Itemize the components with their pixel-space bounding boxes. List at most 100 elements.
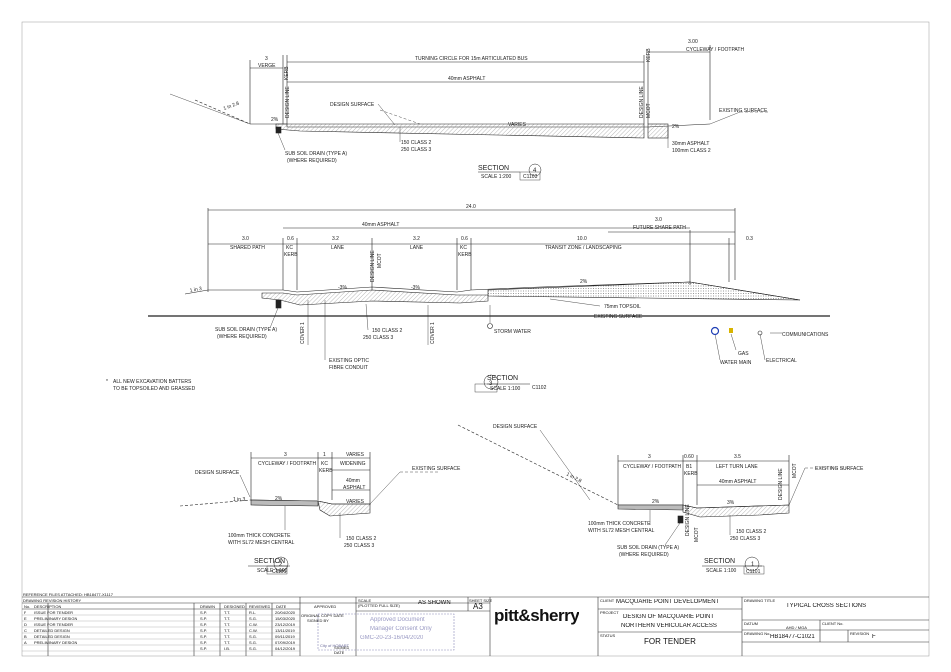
history-cell: 13/11/2019	[275, 628, 295, 633]
s3-optic-2: FIBRE CONDUIT	[329, 365, 368, 371]
s2-existing-surface: EXISTING SURFACE	[412, 466, 461, 472]
s1-class3: 250 CLASS 3	[730, 536, 761, 542]
s3-subsoil-1: SUB SOIL DRAIN (TYPE A)	[215, 327, 277, 333]
history-cell: PRELIMINARY DESIGN	[34, 616, 78, 621]
drawing-no-label: DRAWING No.	[744, 631, 771, 636]
history-cell: S.G.	[249, 616, 258, 621]
history-cell: S.P.	[200, 610, 208, 615]
s2-grade: 2%	[275, 496, 283, 502]
project-line-2: NORTHERN VEHICULAR ACCESS	[621, 623, 717, 629]
s2-num: 2	[279, 562, 283, 568]
s4-asphalt: 40mm ASPHALT	[448, 76, 485, 82]
s3-design-line: DESIGN LINE	[370, 250, 376, 282]
s3-cover-l: COVER	[300, 326, 306, 344]
s4-verge-dim: 3	[265, 56, 268, 62]
s3-dim-7: 0.3	[746, 236, 753, 242]
s4-scale: SCALE 1:200	[481, 174, 512, 180]
pitt-sherry-logo: pitt&sherry	[494, 606, 580, 625]
s3-optic-1: EXISTING OPTIC	[329, 358, 369, 364]
date-label: DATE	[334, 650, 345, 655]
history-header-drawn: DRAWN	[200, 604, 215, 609]
section-2-labels: 3 1 VARIES CYCLEWAY / FOOTPATH KC KERB W…	[195, 452, 461, 575]
s2-varies: VARIES	[346, 499, 365, 505]
scale-sub-label: (PLOTTED FULL SIZE)	[358, 603, 400, 608]
s3-lane-2: LANE	[410, 245, 424, 251]
s3-existing: EXISTING SURFACE	[594, 314, 643, 320]
s1-dim-3: 3.5	[734, 454, 741, 460]
s1-class2: 150 CLASS 2	[736, 529, 767, 535]
s2-scale: SCALE 1:100	[257, 568, 288, 574]
s1-mod: MCOT	[792, 463, 798, 478]
section-1	[457, 424, 850, 575]
s3-dim-2: 0.6	[287, 236, 294, 242]
history-cell: D	[24, 622, 27, 627]
s1-dim-1: 3	[648, 454, 651, 460]
s4-num: 4	[533, 168, 537, 174]
s1-kc: B1	[686, 464, 692, 470]
datum-value: AHD / MGA	[786, 625, 807, 630]
city-of-hobart-logo: City of HOBART	[320, 643, 350, 648]
history-cell: C.W.	[249, 622, 258, 627]
s1-design-line: DESIGN LINE	[778, 468, 784, 500]
s3-transit: TRANSIT ZONE / LANDSCAPING	[545, 245, 622, 251]
stamp-line-1: Approved Document	[370, 617, 425, 623]
s1-batter: 1 in 2.8	[565, 471, 582, 484]
revision-label: REVISION	[850, 631, 870, 636]
s3-dim-3: 3.2	[332, 236, 339, 242]
history-cell: 15/03/2020	[275, 616, 296, 621]
s4-ref: C1103	[523, 174, 538, 180]
sheet-border	[21, 21, 930, 657]
s4-mod: MCOT	[646, 103, 652, 118]
s4-batter: 1 in 2.8	[223, 101, 241, 112]
history-cell: I.B.	[224, 646, 231, 651]
s3-gas: GAS	[738, 351, 749, 357]
history-cell: R.L.	[249, 610, 257, 615]
history-cell: 23/12/2019	[275, 622, 296, 627]
s3-lane-1: LANE	[331, 245, 345, 251]
history-cell: T.T.	[224, 616, 231, 621]
s4-cycleway-dim: 3.00	[688, 39, 698, 45]
history-cell: T.T.	[224, 622, 231, 627]
history-cell: C.W.	[249, 628, 258, 633]
s2-kc: KC	[321, 461, 328, 467]
s3-asphalt: 40mm ASPHALT	[362, 222, 399, 228]
history-cell: B	[24, 634, 27, 639]
s3-cover-dim-l: 1	[300, 322, 306, 325]
history-header-date: DATE	[276, 604, 287, 609]
history-cell: F	[24, 610, 27, 615]
history-header-reviewed: REVIEWED	[249, 604, 271, 609]
history-header-designed: DESIGNED	[224, 604, 245, 609]
s3-num: 3	[489, 381, 493, 387]
s4-subsoil-2: (WHERE REQUIRED)	[287, 158, 337, 164]
s1-grade-2: 3%	[727, 500, 735, 506]
s2-concrete-1: 100mm THICK CONCRETE	[228, 533, 291, 539]
drawing-title: TYPICAL CROSS SECTIONS	[786, 603, 867, 609]
s4-asphalt30: 30mm ASPHALT	[672, 141, 709, 147]
history-cell: S.P.	[200, 616, 208, 621]
s4-design-line: DESIGN LINE	[285, 86, 291, 118]
s2-concrete-2: WITH SL72 MESH CENTRAL	[228, 540, 295, 546]
approved-label: APPROVED	[314, 604, 337, 609]
s1-concrete-2: WITH SL72 MESH CENTRAL	[588, 528, 655, 534]
signed-label: SIGNED	[334, 645, 350, 650]
s2-dim-2: 1	[323, 452, 326, 458]
project-line-1: DESIGN OF MACQUARIE POINT	[623, 614, 715, 620]
s2-class2: 150 CLASS 2	[346, 536, 377, 542]
history-cell: DETAILED DESIGN	[34, 634, 70, 639]
history-cell: C	[24, 628, 27, 633]
history-cell: PRELIMINARY DESIGN	[34, 640, 78, 645]
history-cell: 09/11/2019	[275, 634, 295, 639]
s4-class3: 250 CLASS 3	[401, 147, 432, 153]
s1-design-line-b: DESIGN LINE	[685, 504, 691, 536]
history-cell: S.P.	[200, 634, 208, 639]
s3-kc: KC	[286, 245, 293, 251]
s1-existing-surface: EXISTING SURFACE	[815, 466, 864, 472]
history-cell: 04/12/2019	[275, 646, 296, 651]
history-cell: T.T.	[224, 640, 231, 645]
s4-class2: 150 CLASS 2	[401, 140, 432, 146]
s4-cycleway: CYCLEWAY / FOOTPATH	[686, 47, 744, 53]
s2-kerb: KERB	[319, 468, 333, 474]
s1-title: SECTION	[704, 558, 735, 565]
s1-num: 1	[751, 562, 755, 568]
s3-class3: 250 CLASS 3	[363, 335, 394, 341]
